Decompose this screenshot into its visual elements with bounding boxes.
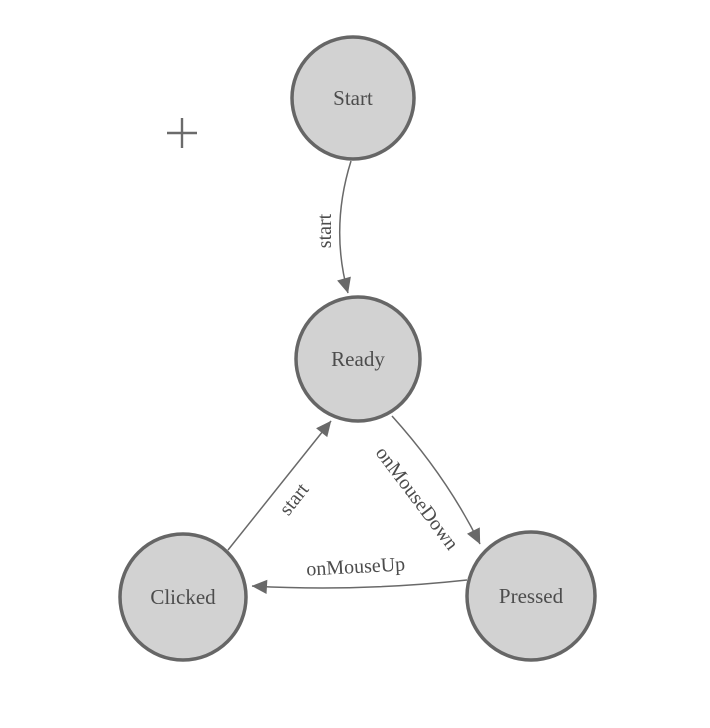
node-clicked[interactable]: Clicked	[118, 532, 248, 662]
edge-start-to-ready-path[interactable]	[337, 160, 352, 294]
node-ready-circle[interactable]	[294, 295, 422, 423]
edge-start-to-ready-label: start	[314, 213, 336, 248]
node-clicked-circle[interactable]	[118, 532, 248, 662]
edge-ready-to-pressed-label: onMouseDown	[371, 443, 463, 555]
edge-clicked-to-ready-path[interactable]	[227, 420, 332, 551]
node-pressed[interactable]: Pressed	[465, 530, 597, 662]
node-start-label: Start	[333, 86, 373, 110]
edge-pressed-to-clicked[interactable]: onMouseUp	[251, 553, 468, 594]
node-pressed-label: Pressed	[499, 584, 564, 608]
edge-pressed-to-clicked-label: onMouseUp	[306, 553, 406, 580]
node-start[interactable]: Start	[290, 35, 416, 161]
edge-pressed-to-clicked-path[interactable]	[251, 579, 468, 594]
edge-clicked-to-ready[interactable]: start	[227, 420, 332, 551]
node-ready[interactable]: Ready	[294, 295, 422, 423]
node-pressed-circle[interactable]	[465, 530, 597, 662]
edge-ready-to-pressed[interactable]: onMouseDown	[371, 415, 481, 555]
crosshair-cursor-icon	[167, 118, 197, 148]
node-ready-label: Ready	[331, 347, 385, 371]
node-clicked-label: Clicked	[150, 585, 216, 609]
edge-ready-to-pressed-path[interactable]	[391, 415, 481, 545]
edge-start-to-ready[interactable]: start	[314, 160, 352, 294]
node-start-circle[interactable]	[290, 35, 416, 161]
